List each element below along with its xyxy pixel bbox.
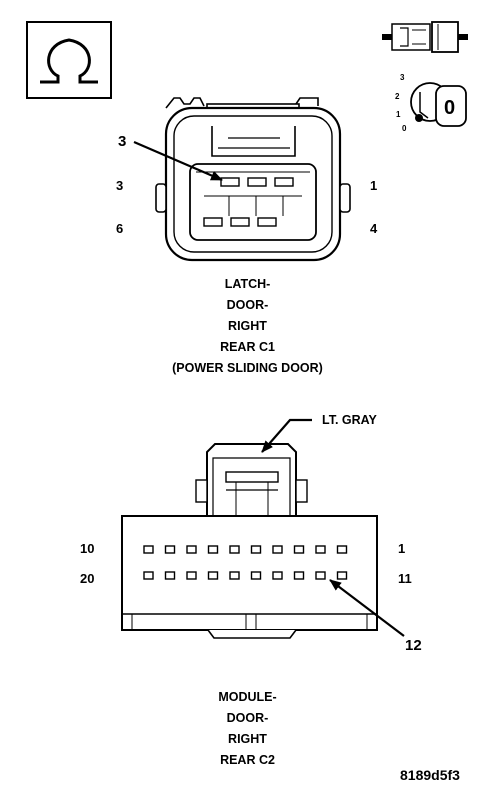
c2-pin-cavity (143, 571, 154, 580)
ohm-icon (26, 21, 112, 99)
c2-pin-cavity (164, 571, 176, 580)
c2-pin-cavity (229, 545, 240, 554)
connector-c1 (155, 97, 351, 262)
ignition-key-icon: 3 2 1 0 0 (395, 73, 467, 133)
c1-pin-left-top: 3 (116, 178, 123, 193)
c2-pin-cavity (272, 571, 283, 580)
c2-pin-array (143, 545, 348, 580)
c2-pin-cavity (250, 571, 262, 580)
connector-c2 (121, 443, 378, 639)
c2-pin-cavity (186, 571, 197, 580)
key-number-1: 1 (396, 110, 401, 119)
c2-pin-cavity (315, 545, 326, 554)
c2-color-callout: LT. GRAY (322, 413, 378, 427)
key-number-3: 3 (400, 73, 405, 82)
c2-pin-cavity (336, 571, 348, 580)
c2-pin-cavity (164, 545, 176, 554)
c2-pin-cavity (229, 571, 240, 580)
c2-pin-cavity (272, 545, 283, 554)
c1-caption-line: DOOR- (226, 298, 269, 312)
c2-pin-left-bottom: 20 (80, 571, 94, 586)
c2-callout-label: 12 (405, 637, 422, 654)
c2-pin-cavity (336, 545, 348, 554)
c2-caption-line: DOOR- (226, 711, 269, 725)
c1-callout-arrow (133, 140, 223, 182)
c2-caption: MODULE- DOOR- RIGHT REAR C2 (0, 687, 495, 771)
connector-mating-icon (382, 21, 468, 53)
c1-callout-label: 3 (118, 133, 126, 150)
c2-pin-cavity (143, 545, 154, 554)
c2-pin-cavity (293, 545, 305, 554)
key-number-2: 2 (395, 92, 400, 101)
c2-pin-left-top: 10 (80, 541, 94, 556)
c2-pin-cavity (315, 571, 326, 580)
c2-caption-line: REAR C2 (220, 753, 275, 767)
key-label: 0 (444, 97, 455, 119)
c1-caption: LATCH- DOOR- RIGHT REAR C1 (POWER SLIDIN… (0, 274, 495, 379)
c2-pin-cavity (250, 545, 262, 554)
c1-pin-left-bottom: 6 (116, 221, 123, 236)
c2-pin-cavity (186, 545, 197, 554)
c2-pin-cavity (207, 571, 219, 580)
c2-caption-line: RIGHT (228, 732, 267, 746)
c2-pin-right-top: 1 (398, 541, 405, 556)
c1-caption-line: (POWER SLIDING DOOR) (172, 361, 323, 375)
figure-id: 8189d5f3 (400, 767, 460, 783)
c2-pin-cavity (293, 571, 305, 580)
c2-color-callout-leader (261, 418, 312, 453)
c1-caption-line: RIGHT (228, 319, 267, 333)
c1-pin-right-bottom: 4 (370, 221, 378, 236)
key-number-0: 0 (402, 124, 407, 133)
c2-pin-cavity (207, 545, 219, 554)
c1-caption-line: LATCH- (224, 277, 271, 291)
c2-caption-line: MODULE- (218, 690, 277, 704)
c1-caption-line: REAR C1 (220, 340, 275, 354)
c2-pin-right-bottom: 11 (398, 571, 412, 586)
c1-pin-right-top: 1 (370, 178, 377, 193)
c2-callout-arrow (329, 579, 405, 637)
